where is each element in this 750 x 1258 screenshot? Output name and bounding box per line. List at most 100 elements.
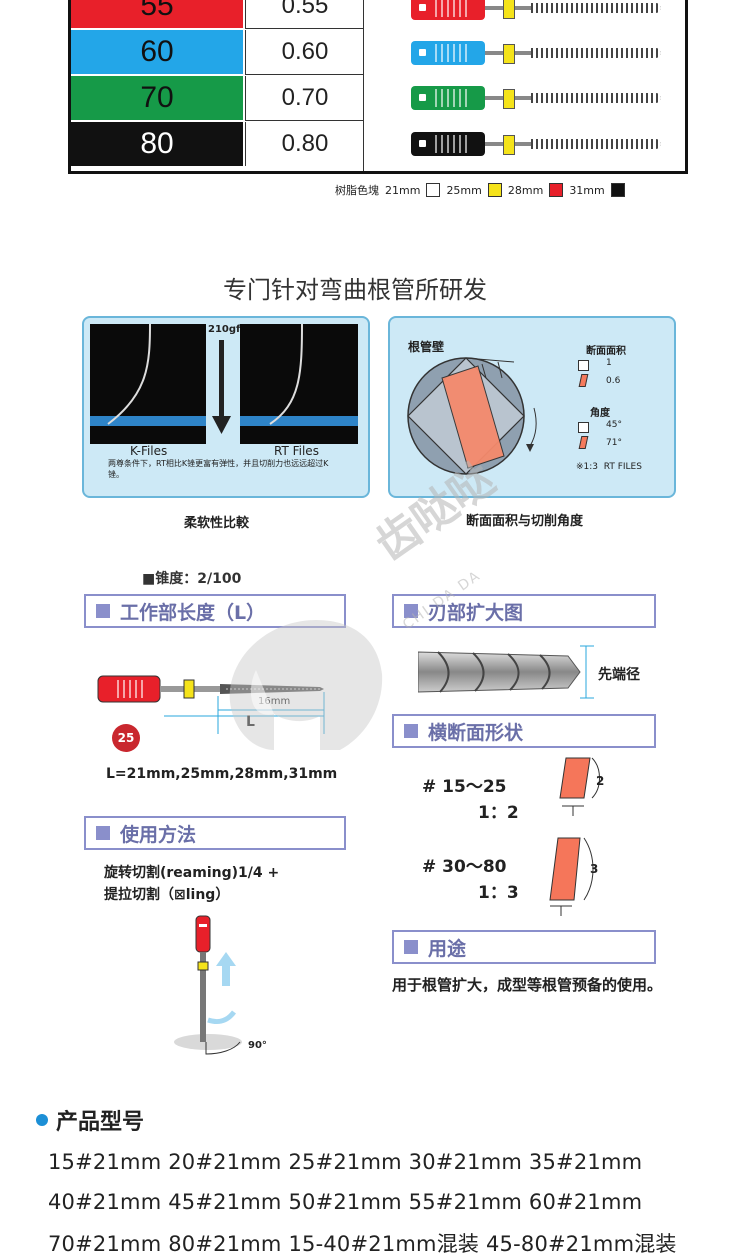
legend-swatch	[487, 183, 502, 197]
square-icon	[578, 360, 589, 371]
blade-icon	[578, 374, 589, 387]
section-title: 专门针对弯曲根管所研发	[223, 276, 487, 304]
header-text: 使用方法	[120, 823, 197, 846]
k-files-label: K-Files	[130, 444, 168, 458]
square-bullet-icon	[404, 724, 418, 738]
header-text: 用途	[428, 937, 467, 960]
square-bullet-icon	[404, 604, 418, 618]
rt-files-photo	[240, 324, 358, 444]
square-bullet-icon	[404, 940, 418, 954]
flex-caption: 柔软性比較	[184, 516, 250, 531]
taper-cell: 0.70	[245, 76, 364, 121]
legend-length: 25mm	[446, 183, 482, 197]
table-row: 70 0.70	[71, 76, 364, 122]
blade-zoom-image	[418, 645, 594, 699]
file-handle	[411, 86, 485, 110]
models-line: 40#21mm 45#21mm 50#21mm 55#21mm 60#21mm	[48, 1190, 643, 1214]
usage-line-2: 提拉切割（⊠ling）	[104, 887, 230, 903]
angle-label: 90°	[248, 1040, 267, 1051]
models-title-text: 产品型号	[56, 1110, 145, 1135]
size-badge: 25	[112, 724, 140, 752]
k-files-photo	[90, 324, 206, 444]
purpose-header: 用途	[392, 930, 656, 964]
table-row: 55 0.55	[71, 0, 364, 30]
legend-length: 21mm	[385, 183, 421, 197]
file-handle	[411, 41, 485, 65]
file-curve	[269, 324, 303, 425]
models-title: 产品型号	[36, 1104, 144, 1136]
size-cell: 55	[71, 0, 243, 28]
header-text: 横断面形状	[428, 721, 524, 744]
square-icon	[578, 422, 589, 433]
blade-length-label: 16mm	[258, 696, 290, 707]
size-cell: 80	[71, 122, 243, 166]
table-row: 80 0.80	[71, 122, 363, 168]
usage-header: 使用方法	[84, 816, 346, 850]
legend-swatch	[426, 183, 441, 197]
table-row: 60 0.60	[71, 30, 364, 76]
header-text: 工作部长度（L）	[120, 601, 266, 624]
color-legend: 树脂色塊 21mm 25mm 28mm 31mm	[335, 182, 625, 198]
legend-length: 28mm	[507, 183, 544, 197]
blade-icon	[578, 436, 589, 449]
file-illustration	[411, 41, 665, 65]
legend-swatch	[549, 183, 564, 197]
header-text: 刃部扩大图	[428, 601, 524, 624]
dimension-label: 3	[590, 862, 599, 876]
elephant-watermark-icon	[229, 620, 383, 750]
cross-section-shape	[559, 757, 600, 816]
legend-length: 31mm	[569, 183, 605, 197]
file-curve	[107, 324, 151, 425]
down-arrow-icon	[212, 340, 231, 434]
taper-cell: 0.80	[245, 122, 364, 166]
work-length-header: 工作部长度（L）	[84, 594, 346, 628]
wall-label: 根管壁	[408, 340, 445, 354]
bullet-icon	[36, 1114, 48, 1126]
area-value: 0.6	[606, 376, 621, 386]
purpose-text: 用于根管扩大，成型等根管预备的使用。	[392, 976, 663, 994]
ratio-note: ※1:3 RT FILES	[576, 462, 642, 472]
force-label: 210gf	[208, 324, 241, 335]
file-illustration	[411, 0, 665, 20]
cross-section-header: 横断面形状	[392, 714, 656, 748]
size-cell: 70	[71, 76, 243, 120]
legend-swatch	[610, 183, 625, 197]
cross-section-shape	[549, 837, 594, 916]
models-line: 70#21mm 80#21mm 15-40#21mm混装 45-80#21mm混…	[48, 1232, 677, 1256]
models-line: 15#21mm 20#21mm 25#21mm 30#21mm 35#21mm	[48, 1150, 643, 1174]
usage-line-1: 旋转切割(reaming)1/4 +	[104, 865, 280, 881]
flexibility-panel: 210gf K-Files RT Files 两尊条件下，RT相比K锉更富有弹性…	[82, 316, 370, 498]
angle-value: 71°	[606, 438, 622, 448]
taper-label: ■锥度：2/100	[142, 571, 242, 587]
file-illustration	[411, 86, 665, 110]
file-illustration	[411, 132, 665, 156]
area-value: 1	[606, 358, 612, 368]
section-caption: 断面面积与切削角度	[466, 514, 584, 529]
size-cell: 60	[71, 30, 243, 74]
lengths-text: L=21mm,25mm,28mm,31mm	[106, 766, 338, 782]
taper-cell: 0.60	[245, 30, 364, 75]
file-handle	[411, 132, 485, 156]
size-range: # 30～80	[422, 857, 507, 877]
area-title: 断面面积	[586, 346, 626, 357]
cross-section-panel: 根管壁 断面面积 1 0.6 角度 45° 71° ※1:3 RT FILES	[388, 316, 676, 498]
square-bullet-icon	[96, 826, 110, 840]
legend-label: 树脂色塊	[335, 184, 379, 197]
taper-cell: 0.55	[245, 0, 364, 29]
length-l-label: L	[246, 714, 255, 730]
usage-diagram	[174, 915, 242, 1055]
size-range: # 15～25	[422, 777, 507, 797]
cross-section-diagram	[407, 357, 537, 475]
column-divider	[363, 0, 364, 171]
rt-files-label: RT Files	[274, 444, 319, 458]
angle-value: 45°	[606, 420, 622, 430]
size-table: 55 0.55 60 0.60 70 0.70 80 0.80	[68, 0, 688, 174]
blade-zoom-header: 刃部扩大图	[392, 594, 656, 628]
square-bullet-icon	[96, 604, 110, 618]
ratio: 1：2	[478, 803, 519, 823]
angle-title: 角度	[590, 408, 610, 419]
ratio: 1：3	[478, 883, 519, 903]
file-handle	[411, 0, 485, 20]
tip-diameter-label: 先端径	[598, 667, 640, 683]
flex-note: 两尊条件下，RT相比K锉更富有弹性，并且切削力也远远超过K锉。	[108, 459, 329, 479]
